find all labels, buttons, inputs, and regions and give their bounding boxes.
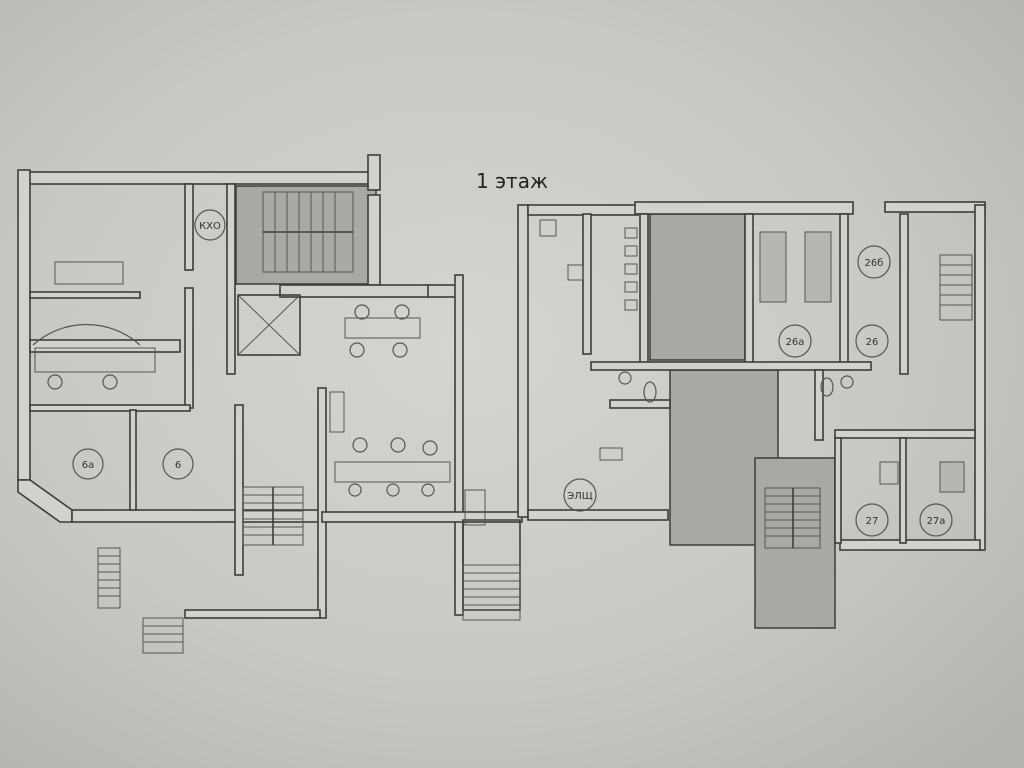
- svg-text:6а: 6а: [82, 460, 95, 471]
- room-label-27: 27: [855, 503, 889, 537]
- staircase-left: [97, 191, 354, 654]
- room-label-elsh: ЭЛЩ: [563, 478, 597, 512]
- room-label-27a: 27а: [919, 503, 953, 537]
- svg-text:27: 27: [866, 516, 879, 527]
- svg-text:ЭЛЩ: ЭЛЩ: [567, 491, 593, 502]
- room-label-26a: 26а: [778, 324, 812, 358]
- svg-text:26б: 26б: [865, 258, 884, 269]
- room-label-26: 26: [855, 324, 889, 358]
- svg-text:26а: 26а: [786, 337, 805, 348]
- room-label-26b: 26б: [857, 245, 891, 279]
- svg-text:26: 26: [866, 337, 879, 348]
- floor-title: 1 этаж: [476, 169, 548, 193]
- stairwell-shaded: [235, 185, 377, 285]
- walls-right-wing: [527, 201, 986, 551]
- office-furniture: [32, 261, 451, 497]
- room-label-6a: 6а: [72, 448, 104, 480]
- room-label-kho: КХО: [194, 209, 226, 241]
- svg-text:6: 6: [175, 460, 181, 471]
- room-label-6: 6: [162, 448, 194, 480]
- svg-text:27а: 27а: [927, 516, 946, 527]
- elevator-shaft: [237, 294, 301, 356]
- walls-center: [462, 204, 669, 621]
- hall-shaded: [649, 213, 746, 361]
- svg-text:КХО: КХО: [199, 221, 221, 232]
- stairwell-shaded-right: [754, 457, 836, 629]
